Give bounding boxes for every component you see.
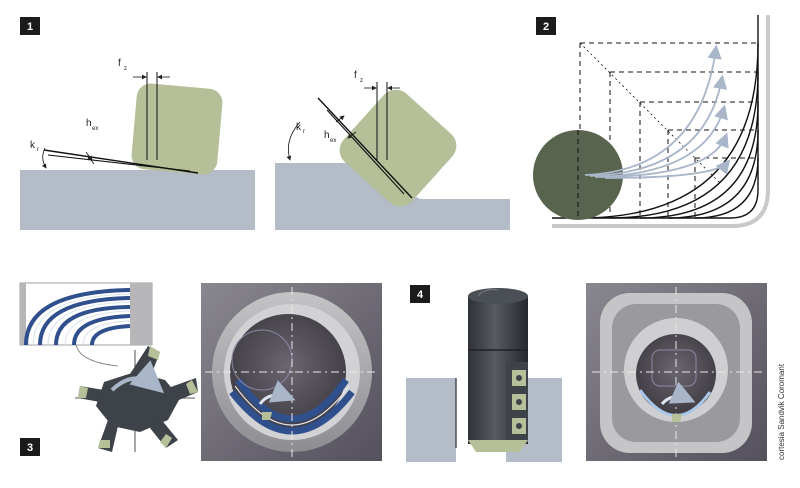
insert <box>339 89 457 207</box>
spiral-inset <box>19 282 153 346</box>
tool-path-arrows <box>584 44 731 179</box>
low-lead-angle-diagram: k r h ex f z <box>20 58 255 230</box>
f-sub: z <box>124 66 127 72</box>
chip-line <box>317 97 413 199</box>
ramping-pocket-view <box>586 283 767 461</box>
side-section-view <box>406 288 562 462</box>
f-sub: z <box>360 78 363 84</box>
chip-line <box>326 109 405 195</box>
angle-arc <box>41 147 47 169</box>
angle-arc <box>286 121 301 161</box>
h-sub: ex <box>92 126 98 132</box>
callout-line <box>75 344 119 367</box>
f-label: f <box>118 58 121 69</box>
panel-1-badge: 1 <box>20 17 40 35</box>
f-label: f <box>354 70 357 81</box>
image-credit: cortesia Sandvik Coromant <box>777 363 786 460</box>
spiral-pocket-view <box>201 283 382 461</box>
k-label: k <box>296 122 302 133</box>
high-lead-angle-diagram: k r h ex f z <box>275 70 510 230</box>
panel-4-number: 4 <box>417 289 424 301</box>
pocket-wall <box>552 15 759 219</box>
h-label: h <box>86 118 92 129</box>
k-label: k <box>30 140 36 151</box>
panel-4-badge: 4 <box>410 285 430 303</box>
chip-line <box>47 154 191 172</box>
panel-4: 4 <box>406 283 767 462</box>
panel-2: 2 <box>533 15 770 228</box>
h-sub: ex <box>330 138 336 144</box>
panel-2-number: 2 <box>543 21 549 33</box>
milling-cutter <box>75 346 198 452</box>
thickness-arrow <box>87 155 95 165</box>
insert <box>131 83 223 175</box>
thickness-arrow <box>347 131 357 139</box>
panel-3: 3 <box>19 282 382 461</box>
panel-1: 1 k r h ex f z <box>20 17 510 230</box>
panel-2-badge: 2 <box>536 17 556 35</box>
thickness-arrow <box>335 115 345 123</box>
k-sub: r <box>37 147 39 153</box>
panel-1-number: 1 <box>27 21 33 33</box>
h-label: h <box>324 130 330 141</box>
corner-arcs <box>579 42 759 219</box>
workpiece-block <box>20 170 255 230</box>
panel-3-badge: 3 <box>20 438 40 456</box>
k-sub: r <box>303 129 305 135</box>
panel-3-number: 3 <box>27 442 33 454</box>
pocket-wall <box>552 15 770 228</box>
